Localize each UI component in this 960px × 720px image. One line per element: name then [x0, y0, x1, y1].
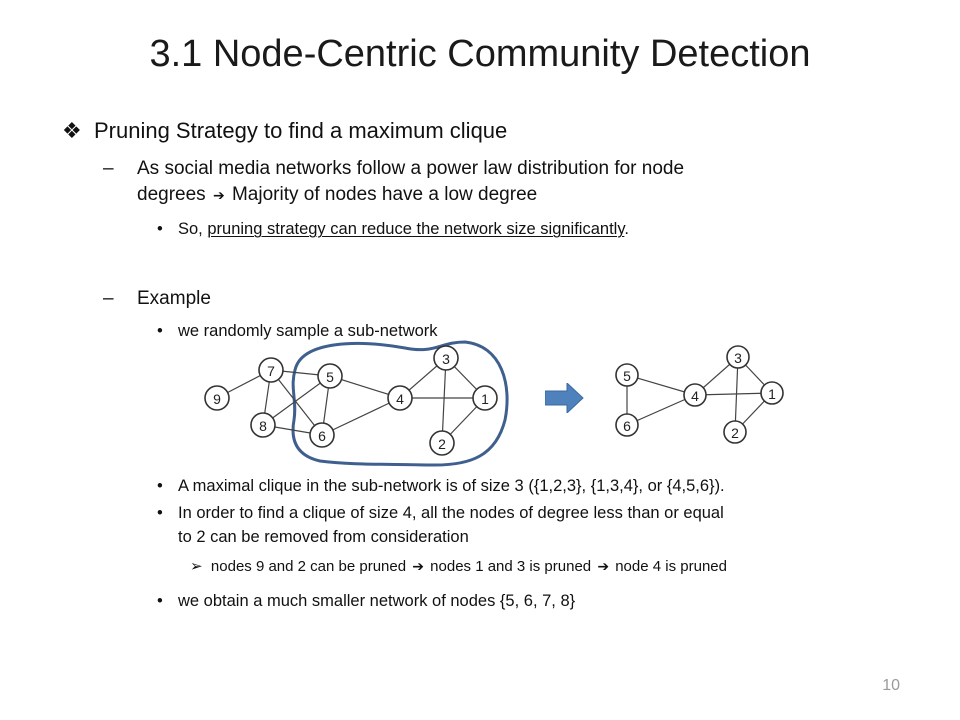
- graph-node-2: 2: [723, 420, 747, 444]
- highlight-outline: [291, 340, 509, 467]
- svg-text:9: 9: [213, 391, 221, 407]
- sub-network-graph: 9 7 8 5 6 4 3 1 2: [204, 340, 509, 467]
- diamond-bullet-icon: ❖: [62, 118, 82, 143]
- graph-edge-5-4: [626, 374, 696, 396]
- svg-text:1: 1: [768, 386, 776, 402]
- graph-edge-3-2: [734, 356, 739, 433]
- graph-node-1: 1: [760, 381, 784, 405]
- graph-edge-3-2: [441, 357, 447, 444]
- graph-node-2: 2: [429, 430, 455, 456]
- svg-text:3: 3: [442, 351, 450, 367]
- svg-text:5: 5: [623, 368, 631, 384]
- svg-text:6: 6: [318, 428, 326, 444]
- graph-node-6: 6: [309, 422, 335, 448]
- graph-node-7: 7: [258, 357, 284, 383]
- sub-bullet-example: – Example: [103, 288, 211, 309]
- graph-edge-6-4: [626, 394, 696, 426]
- sub-bullet-line1: As social media networks follow a power …: [137, 158, 685, 179]
- svg-text:4: 4: [396, 391, 404, 407]
- bullet-random-sample: • we randomly sample a sub-network: [157, 322, 438, 340]
- svg-text:2: 2: [438, 436, 446, 452]
- bullet-smaller-network: • we obtain a much smaller network of no…: [157, 592, 576, 610]
- arrow-bullet-icon: ➢: [190, 558, 203, 575]
- bullet-text: Pruning Strategy to find a maximum cliqu…: [93, 118, 508, 143]
- svg-text:1: 1: [481, 391, 489, 407]
- graph-node-4: 4: [387, 385, 413, 411]
- bullet-pruning-strategy: ❖ Pruning Strategy to find a maximum cli…: [62, 118, 507, 144]
- bullet-clique-size-4: • In order to find a clique of size 4, a…: [157, 504, 724, 522]
- underlined-text: pruning strategy can reduce the network …: [207, 220, 625, 238]
- page-number: 10: [882, 677, 900, 694]
- svg-text:3: 3: [734, 350, 742, 366]
- bullet-maximal-clique: • A maximal clique in the sub-network is…: [157, 477, 725, 495]
- graph-node-4: 4: [683, 383, 707, 407]
- bullet-clique-size-4-line2: to 2 can be removed from consideration: [178, 528, 469, 546]
- graph-edge-7-6: [270, 369, 323, 436]
- svg-text:2: 2: [731, 425, 739, 441]
- graph-node-3: 3: [726, 345, 750, 369]
- svg-text:5: 5: [326, 369, 334, 385]
- graph-node-9: 9: [204, 385, 230, 411]
- graph-edge-4-1: [694, 392, 773, 396]
- dot-bullet: •: [157, 220, 163, 238]
- sub-bullet-power-law: – As social media networks follow a powe…: [103, 158, 684, 180]
- graph-node-5: 5: [615, 363, 639, 387]
- graph-node-1: 1: [472, 385, 498, 411]
- right-arrow-icon: ➔: [412, 558, 424, 574]
- sub-bullet-power-law-line2: degrees ➔ Majority of nodes have a low d…: [137, 184, 538, 205]
- graph-node-5: 5: [317, 363, 343, 389]
- graph-node-8: 8: [250, 412, 276, 438]
- graph-edge-8-5: [262, 375, 331, 426]
- transition-arrow-icon: [545, 383, 584, 413]
- svg-text:7: 7: [267, 363, 275, 379]
- svg-text:4: 4: [691, 388, 699, 404]
- svg-text:6: 6: [623, 418, 631, 434]
- dash-marker: –: [103, 288, 114, 309]
- right-arrow-icon: ➔: [212, 187, 225, 203]
- slide-title: 3.1 Node-Centric Community Detection: [149, 33, 811, 75]
- pruned-network-graph: 5 6 4 3 1 2: [615, 345, 784, 444]
- graph-edge-6-4: [321, 397, 401, 436]
- prune-note: ➢ nodes 9 and 2 can be pruned ➔ nodes 1 …: [190, 558, 727, 575]
- bullet-pruning-reduces: • So, pruning strategy can reduce the ne…: [157, 220, 629, 238]
- graph-node-6: 6: [615, 413, 639, 437]
- dash-marker: –: [103, 158, 114, 179]
- svg-text:8: 8: [259, 418, 267, 434]
- graph-node-3: 3: [433, 345, 459, 371]
- right-arrow-icon: ➔: [597, 558, 610, 574]
